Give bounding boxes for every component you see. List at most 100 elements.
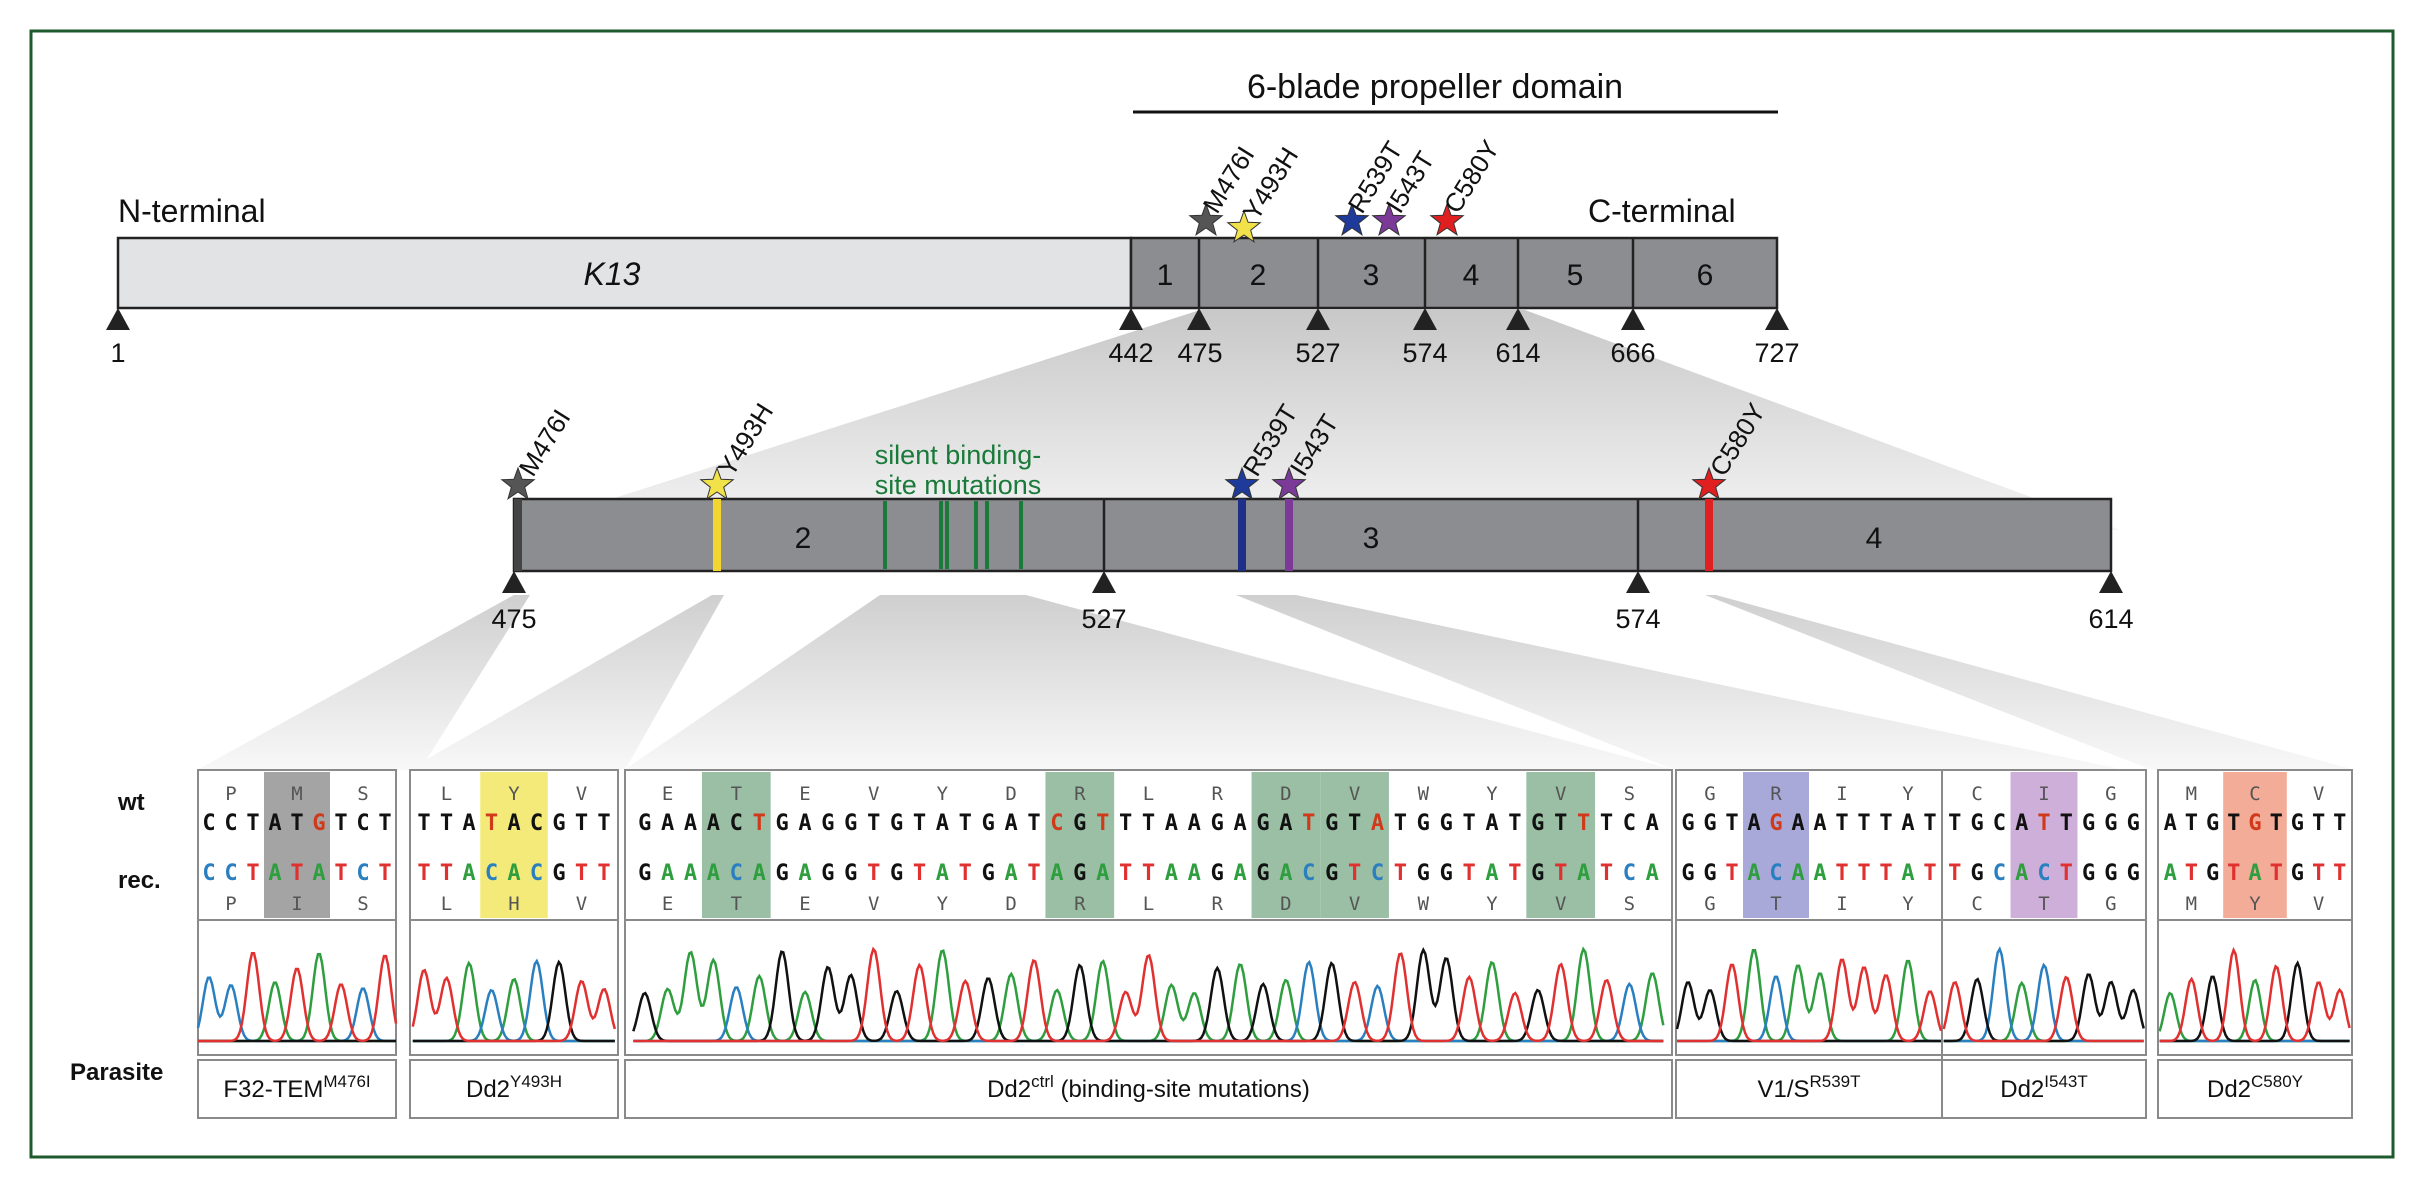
wt-base: G: [2082, 811, 2095, 836]
zoom-blade-2: 2: [795, 522, 812, 555]
pos-label-614: 614: [1495, 338, 1540, 368]
k13-gene-label: K13: [584, 256, 641, 292]
wt-base: A: [1279, 811, 1292, 836]
marker-pos-574: [1413, 308, 1437, 330]
wt-base: G: [1211, 811, 1224, 836]
parasite-box-4: [2157, 1059, 2353, 1119]
zoom-funnel-3: [1236, 595, 2125, 770]
zoom-funnel-0: [197, 595, 530, 770]
c-terminal-label: C-terminal: [1588, 193, 1736, 229]
wt-base: T: [417, 811, 430, 836]
pos-label-442: 442: [1108, 338, 1153, 368]
wt-base: T: [1302, 811, 1315, 836]
wt-base: T: [485, 811, 498, 836]
codon-highlight: [264, 772, 330, 918]
parasite-box-1: [409, 1059, 619, 1119]
rec-base: G: [821, 861, 834, 886]
top-star-m476i: [1188, 202, 1224, 236]
zoom-mark-y493h: [713, 499, 721, 571]
rec-aa-0: L: [441, 893, 452, 915]
pos-label-727: 727: [1754, 338, 1799, 368]
wt-aa-3: V: [868, 783, 879, 805]
rec-base: T: [1394, 861, 1407, 886]
rec-base: G: [1531, 861, 1544, 886]
rec-base: A: [661, 861, 674, 886]
wt-base: A: [268, 811, 281, 836]
wt-aa-13: V: [1555, 783, 1566, 805]
wt-aa-0: G: [1704, 783, 1715, 805]
rec-base: A: [1901, 861, 1914, 886]
rec-base: A: [1050, 861, 1063, 886]
wt-base: C: [224, 811, 237, 836]
zoom-star-i543t: [1271, 466, 1307, 500]
wt-base: A: [936, 811, 949, 836]
wt-aa-2: V: [576, 783, 587, 805]
rec-base: T: [575, 861, 588, 886]
rec-aa-2: I: [1836, 893, 1847, 915]
wt-base: G: [1531, 811, 1544, 836]
rec-base: C: [1623, 861, 1636, 886]
rec-aa-9: D: [1280, 893, 1291, 915]
rec-base: C: [202, 861, 215, 886]
wt-base: A: [661, 811, 674, 836]
rec-base: G: [1211, 861, 1224, 886]
chromatogram-ctrl: [632, 946, 1665, 1043]
chromatogram-r539t: [1675, 948, 1943, 1043]
wt-base: T: [1119, 811, 1132, 836]
rec-base: A: [684, 861, 697, 886]
rec-base: T: [1508, 861, 1521, 886]
rec-base: C: [2037, 861, 2050, 886]
top-mut-label-c580y: C580Y: [1438, 135, 1506, 218]
rec-base: A: [1279, 861, 1292, 886]
rec-base: G: [1256, 861, 1269, 886]
pos-label-475: 475: [1177, 338, 1222, 368]
rec-base: T: [1600, 861, 1613, 886]
rec-base: G: [2104, 861, 2117, 886]
rec-aa-0: C: [1971, 893, 1982, 915]
wt-base: T: [2270, 811, 2283, 836]
wt-aa-4: Y: [937, 783, 949, 805]
trace-T: [633, 946, 1664, 1043]
wt-aa-1: R: [1770, 783, 1782, 805]
wt-base: G: [1325, 811, 1338, 836]
rec-base: G: [2291, 861, 2304, 886]
rec-aa-0: G: [1704, 893, 1715, 915]
marker-pos-1: [106, 308, 130, 330]
wt-base: A: [1004, 811, 1017, 836]
trace-box-4: [2157, 919, 2353, 1056]
wt-base: T: [2037, 811, 2050, 836]
rec-base: G: [2127, 861, 2140, 886]
wt-base: T: [753, 811, 766, 836]
codon-highlight: [1045, 772, 1115, 918]
zoom-funnel-1: [408, 595, 724, 770]
wt-base: T: [440, 811, 453, 836]
blade-5: 5: [1567, 259, 1584, 292]
chromatogram-c580y: [2158, 946, 2351, 1043]
blade-2: 2: [1250, 259, 1267, 292]
rec-base: C: [1302, 861, 1315, 886]
pos-label-574: 574: [1402, 338, 1447, 368]
row-label-wt: wt: [117, 789, 145, 816]
parasite-label-i543t: Dd2I543T: [2000, 1072, 2088, 1103]
wt-base: T: [1948, 811, 1961, 836]
rec-base: T: [2227, 861, 2240, 886]
zoom-funnel-top: [515, 310, 2120, 530]
blade-3: 3: [1363, 259, 1380, 292]
rec-base: T: [378, 861, 391, 886]
marker-pos-475: [1187, 308, 1211, 330]
pos-label-666: 666: [1610, 338, 1655, 368]
zoom-blade-4: 4: [1866, 522, 1883, 555]
zoom-bar: [512, 497, 2113, 573]
rec-base: G: [2206, 861, 2219, 886]
rec-aa-2: V: [576, 893, 587, 915]
rec-base: G: [1681, 861, 1694, 886]
parasite-label-ctrl: Dd2ctrl (binding-site mutations): [987, 1072, 1310, 1103]
trace-T: [1677, 958, 1943, 1043]
wt-base: G: [1769, 811, 1782, 836]
wt-base: G: [1703, 811, 1716, 836]
rec-base: T: [2333, 861, 2346, 886]
zoom-mark-m476i: [514, 499, 522, 571]
rec-base: G: [775, 861, 788, 886]
rec-base: T: [867, 861, 880, 886]
